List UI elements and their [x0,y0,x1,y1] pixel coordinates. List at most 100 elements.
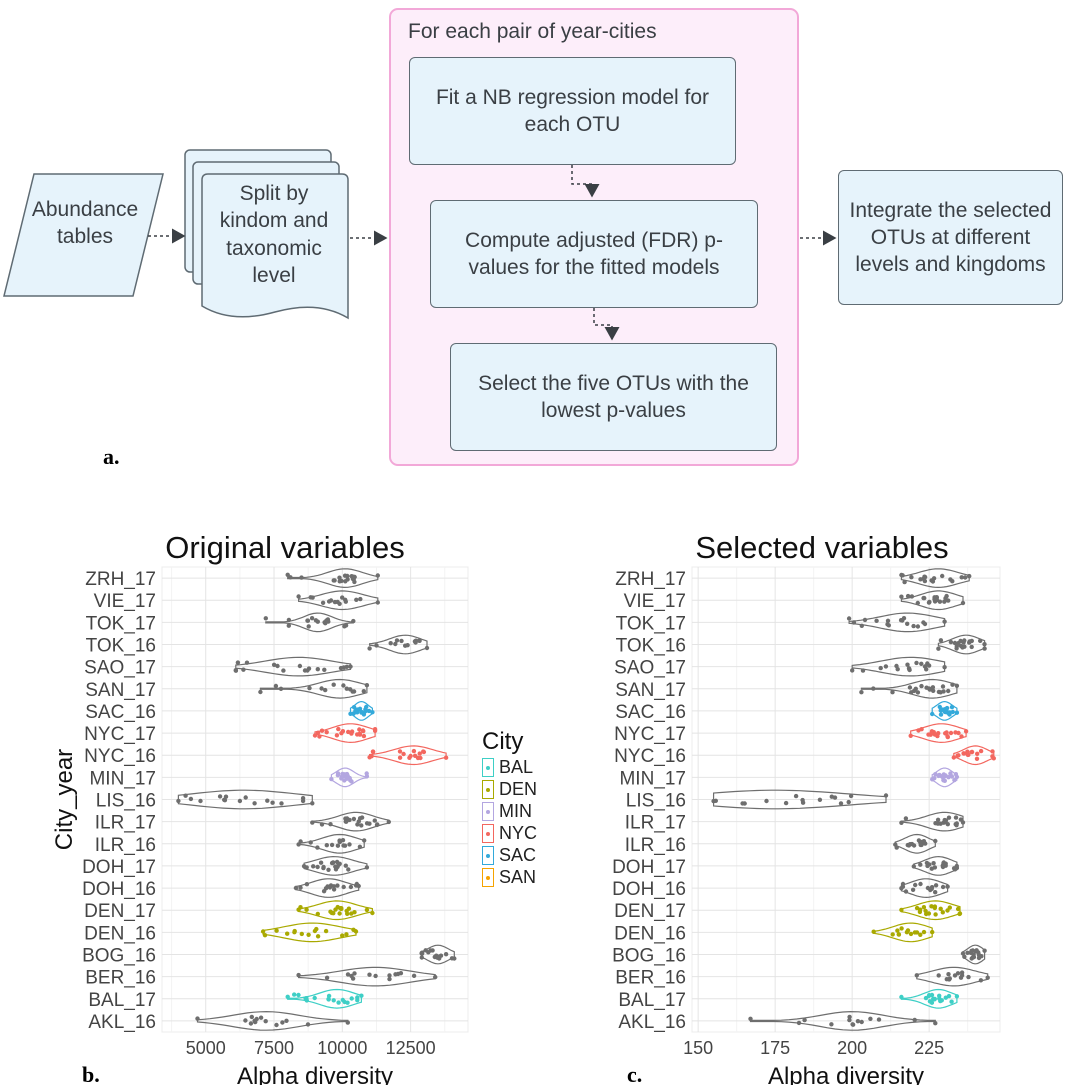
x-tick-label: 175 [760,1038,790,1058]
data-point [905,928,911,933]
data-point [351,689,357,694]
data-point [335,883,340,888]
data-point [936,646,941,651]
data-point [307,685,312,691]
data-point [419,955,424,960]
data-point [241,667,246,672]
data-point [802,1017,807,1023]
data-point [931,576,937,581]
data-point [357,844,363,849]
data-point [918,842,923,848]
data-point [903,889,909,894]
data-point [938,708,943,713]
violin-VIE_17 [900,590,964,611]
category-tick-label: TOK_16 [616,636,686,657]
data-point [364,865,370,870]
data-point [411,973,417,978]
data-point [273,683,279,689]
data-point [419,951,425,956]
data-point [955,971,961,976]
data-point [916,728,921,733]
data-point [974,756,980,761]
data-point [978,748,984,754]
data-point [296,594,301,599]
x-tick-label: 10000 [317,1038,367,1058]
data-point [355,732,360,737]
data-point [348,664,353,669]
data-point [188,796,194,802]
data-point [342,624,347,629]
data-point [908,931,914,937]
data-point [982,642,987,647]
category-tick-label: DOH_17 [82,857,156,878]
data-point [927,686,932,691]
data-point [319,822,325,827]
data-point [315,730,321,735]
data-point [341,843,346,848]
abundance-tables-label: Abundance tables [31,198,139,249]
data-point [279,801,284,806]
data-point [286,617,292,623]
data-point [918,932,923,937]
data-point [946,993,952,999]
data-point [319,728,325,733]
data-point [357,706,363,711]
legend-item-bal: BAL [482,756,537,778]
data-point [959,575,964,580]
data-point [364,683,370,688]
data-point [274,928,279,933]
data-point [950,682,955,687]
data-point [341,665,346,670]
data-point [940,910,945,915]
data-point [973,949,978,954]
data-point [940,884,946,890]
legend-item-min: MIN [482,800,537,822]
category-tick-label: BER_16 [85,968,156,989]
data-point [829,1022,834,1027]
violin-SAN_17 [259,678,368,699]
category-tick-label: DEN_16 [84,923,156,944]
data-point [962,638,967,643]
data-point [284,1018,289,1023]
data-point [918,577,923,582]
x-tick-label: 7500 [254,1038,294,1058]
fdr-label: Compute adjusted (FDR) p-values for the … [465,228,723,279]
data-point [298,885,303,890]
data-point [921,929,927,935]
data-point [900,573,905,578]
category-tick-label: NYC_16 [614,746,686,767]
data-point [449,956,455,961]
legend-key [482,823,494,843]
data-point [862,617,868,623]
data-point [359,823,364,828]
data-point [346,906,352,911]
data-point [337,579,342,584]
x-axis-label: Alpha diversity [237,1063,393,1085]
data-point [243,795,248,800]
data-point [978,978,984,983]
data-point [358,596,363,602]
data-point [982,948,987,953]
data-point [326,599,332,604]
data-point [915,624,921,629]
split-documents-shape [184,149,349,320]
data-point [914,973,919,978]
data-point [344,932,349,937]
data-point [292,992,297,997]
legend-item-san: SAN [482,866,537,888]
data-point [321,864,326,870]
data-point [340,771,345,777]
data-point [909,575,914,580]
data-point [361,733,367,739]
data-point [367,646,372,651]
data-point [369,754,374,759]
data-point [883,793,889,798]
data-point [299,575,304,580]
data-point [317,734,322,739]
data-point [960,951,966,956]
category-tick-label: SAO_17 [614,658,686,679]
data-point [943,709,948,715]
data-point [905,662,910,667]
category-tick-label: SAO_17 [84,658,156,679]
